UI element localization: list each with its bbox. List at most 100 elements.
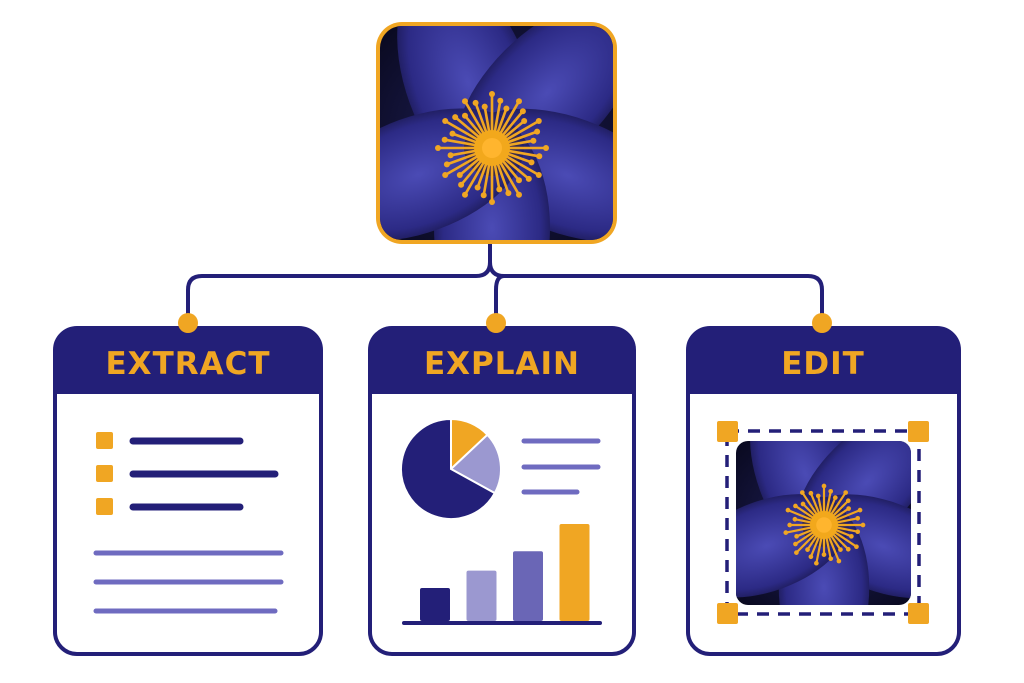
stamen-tip xyxy=(799,490,805,495)
stamen xyxy=(449,149,480,157)
stamen xyxy=(795,531,818,554)
stamen xyxy=(493,160,501,191)
connector-right xyxy=(502,274,824,324)
stamen-tip xyxy=(503,105,510,112)
stamen-tip xyxy=(857,507,863,513)
stamen-tip xyxy=(805,547,810,552)
stamen-tip xyxy=(846,506,851,511)
stamen xyxy=(501,155,531,181)
stamen-tip xyxy=(855,529,861,535)
stamen-tip xyxy=(480,192,487,199)
stamen-tip xyxy=(808,554,814,560)
stamen-tip xyxy=(794,550,799,555)
stamen-tip xyxy=(845,498,851,504)
crop-handle-top-right[interactable] xyxy=(908,421,929,442)
stamen-tip xyxy=(442,118,449,124)
stamen-tip xyxy=(496,186,503,193)
stamen-tip xyxy=(783,530,789,535)
stamen-tip xyxy=(808,490,814,496)
stamen-tip xyxy=(821,552,827,557)
stamen xyxy=(833,517,859,524)
stamen-tip xyxy=(458,181,465,188)
stamen xyxy=(503,130,539,145)
stamen xyxy=(443,138,480,147)
stamen-tip xyxy=(534,128,541,135)
stamen xyxy=(463,114,485,139)
stamen xyxy=(497,99,521,138)
stamen-tip xyxy=(456,172,463,178)
pie-slice xyxy=(449,433,502,495)
stamen xyxy=(503,151,533,164)
connector-trunk xyxy=(488,240,506,324)
stamen-tip xyxy=(449,130,456,137)
crop-handle-bottom-right[interactable] xyxy=(908,603,929,624)
stamen xyxy=(497,158,521,197)
stamen-tip xyxy=(792,516,798,522)
connector-lines xyxy=(186,240,824,324)
stamen xyxy=(815,534,823,565)
stamen-tip xyxy=(828,556,834,562)
stamen-tip xyxy=(793,503,798,509)
stamen xyxy=(463,99,487,138)
stamen xyxy=(827,533,840,563)
edit-image-preview xyxy=(736,441,911,605)
stamen-tip xyxy=(536,153,543,160)
stamen xyxy=(499,157,521,182)
bullet-icon xyxy=(96,465,113,482)
bar-chart-icon xyxy=(420,524,590,621)
stamen xyxy=(463,158,487,197)
stamen-tip xyxy=(525,175,532,182)
stamen-tip xyxy=(849,533,854,539)
stamen-tip xyxy=(497,97,504,104)
legend-lines xyxy=(521,438,601,495)
stamen xyxy=(830,531,850,551)
stamen xyxy=(502,119,541,143)
stamen xyxy=(504,149,541,158)
stamen xyxy=(501,119,526,141)
explain-title: EXPLAIN xyxy=(424,346,580,382)
stamen xyxy=(453,115,483,141)
stamen-tip xyxy=(474,184,481,191)
bar xyxy=(466,570,497,621)
stamen xyxy=(825,490,832,516)
stamen-tip xyxy=(855,515,861,521)
bar xyxy=(513,551,543,621)
extract-bullet-list xyxy=(96,432,279,515)
pie-chart-icon xyxy=(400,417,502,520)
stamen-tip xyxy=(535,118,542,124)
stamen-tip xyxy=(845,546,851,552)
stamen xyxy=(832,509,862,522)
edit-card: EDIT xyxy=(686,313,961,656)
extract-card: EXTRACT xyxy=(53,313,323,656)
stamen-tip xyxy=(860,522,866,528)
stamen xyxy=(830,499,850,519)
stamen xyxy=(833,526,859,533)
stamen xyxy=(784,526,815,534)
connector-left xyxy=(186,260,492,324)
stamen xyxy=(809,533,821,558)
stamen xyxy=(482,160,491,197)
stamen xyxy=(459,157,485,187)
stamen-tip xyxy=(821,483,827,489)
crop-selection-box[interactable] xyxy=(725,429,921,616)
stamen xyxy=(458,155,483,177)
bullet-icon xyxy=(96,498,113,515)
bar xyxy=(559,524,590,621)
flower-photo xyxy=(380,26,613,240)
stamen xyxy=(474,101,489,137)
stamen-tip xyxy=(838,547,843,552)
stamen xyxy=(794,529,817,546)
crop-handle-bottom-left[interactable] xyxy=(717,603,738,624)
stamen-tip xyxy=(530,137,537,144)
stamen xyxy=(495,107,508,137)
crop-handle-top-left[interactable] xyxy=(717,421,738,442)
stamen-tip xyxy=(854,544,859,550)
stamen xyxy=(499,109,525,139)
stamen-tip xyxy=(516,177,522,184)
pie-slice xyxy=(400,417,497,520)
stamen-tip xyxy=(519,108,526,115)
stamen-tip xyxy=(505,190,512,197)
extract-title: EXTRACT xyxy=(106,346,271,382)
stamen xyxy=(794,504,817,521)
